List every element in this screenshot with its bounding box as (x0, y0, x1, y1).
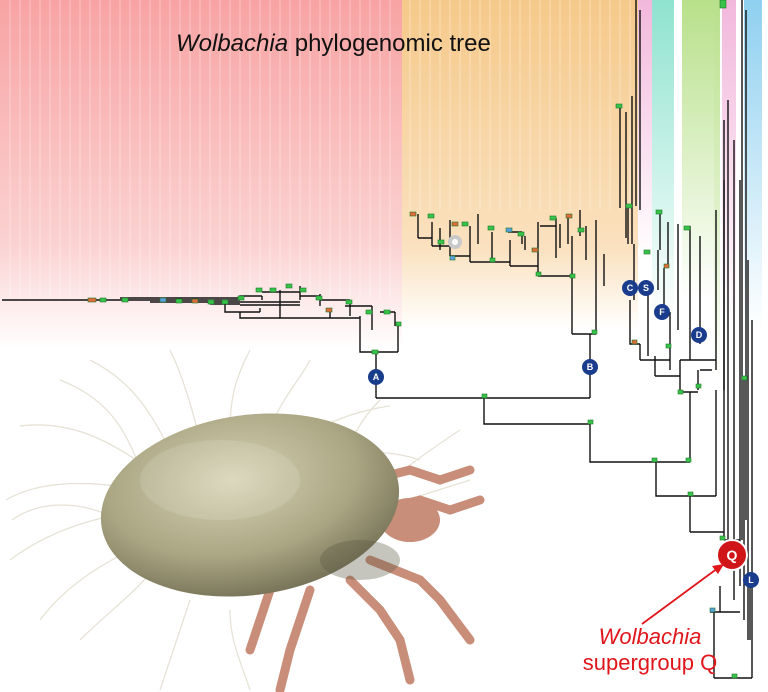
band-pink-1 (638, 0, 652, 260)
outgroup-marker (448, 235, 462, 249)
tip-lines (9, 0, 631, 300)
band-supergroup-B (402, 0, 638, 330)
title-genus: Wolbachia (176, 30, 289, 57)
callout-arrow (641, 564, 724, 625)
tree-nodes (87, 0, 748, 679)
clade-bands (0, 0, 762, 380)
band-blue (744, 0, 762, 330)
band-green-2 (714, 0, 720, 380)
tree-branches (2, 0, 753, 679)
mite-image (5, 349, 485, 692)
supergroup-label-markers (368, 280, 759, 588)
band-teal (652, 0, 674, 320)
callout-supergroup: supergroup Q (582, 650, 718, 675)
band-green (682, 0, 714, 300)
figure-title: Wolbachia phylogenomic tree (176, 30, 491, 58)
band-supergroup-A (0, 0, 402, 350)
callout-genus: Wolbachia (598, 624, 702, 649)
supergroup-q-callout: Wolbachia supergroup Q (555, 624, 745, 676)
title-rest: phylogenomic tree (294, 30, 491, 57)
band-pink-2 (722, 0, 736, 330)
